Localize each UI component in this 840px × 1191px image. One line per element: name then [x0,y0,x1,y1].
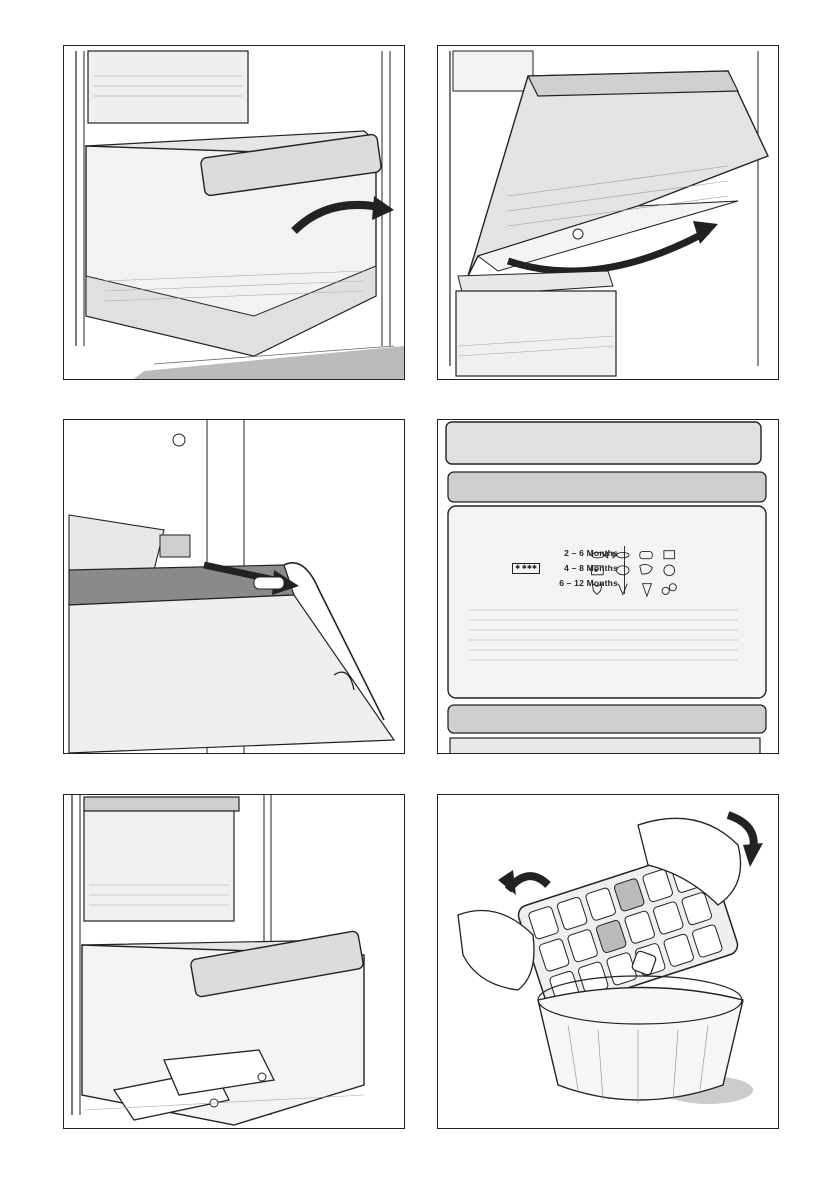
glass-bowl [538,988,743,1101]
poultry-icon [617,566,630,575]
meat-icon [640,564,653,574]
drawer-removal-drawing [64,46,404,379]
illustration-remove-drawer [63,45,405,380]
game-icon [664,565,675,576]
ice-tray-drawing [438,795,778,1128]
fish-icon [613,552,629,557]
illustration-rail-clip-detail [63,419,405,754]
freezing-period-table: 2 – 6 Months ✱ ✱✱✱ 4 – 8 Months 6 – 12 M… [508,548,768,598]
beef-icon [592,584,602,595]
vegetable-icon [618,584,627,595]
fish-icon [592,552,608,557]
fruit-icon [662,584,676,595]
bread-icon [640,552,653,559]
ice-pack-drawer-drawing [64,795,404,1128]
butter-icon [664,551,675,559]
rail-clip-drawing [64,420,404,753]
illustration-freezing-table: 2 – 6 Months ✱ ✱✱✱ 4 – 8 Months 6 – 12 M… [437,419,779,754]
carrot-icon [642,584,651,597]
illustration-ice-packs-drawer [63,794,405,1129]
drawer-tilt-drawing [438,46,778,379]
illustration-ice-cube-tray [437,794,779,1129]
cheese-icon [592,566,604,575]
food-icons-grid [508,548,768,598]
illustration-tilt-drawer [437,45,779,380]
